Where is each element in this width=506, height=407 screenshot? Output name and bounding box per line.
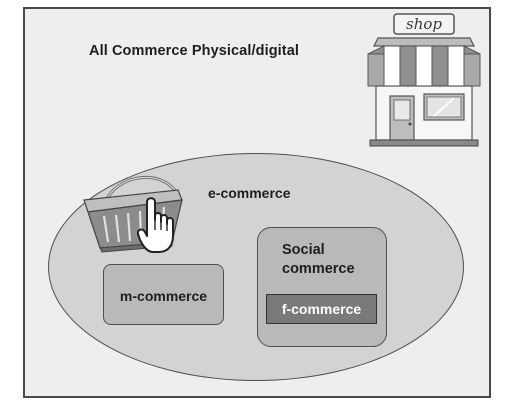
m-commerce-label: m-commerce <box>119 288 208 304</box>
shopping-basket-icon <box>83 175 183 253</box>
f-commerce-set: f-commerce <box>266 294 377 324</box>
social-commerce-label-line1: Social <box>282 242 325 258</box>
m-commerce-set: m-commerce <box>103 264 224 325</box>
f-commerce-label: f-commerce <box>281 301 362 317</box>
pointing-hand-icon <box>136 197 174 253</box>
shop-sign-text: shop <box>406 15 442 33</box>
diagram-title: All Commerce Physical/digital <box>89 43 299 59</box>
social-commerce-set: Social commerce <box>257 227 387 347</box>
social-commerce-label-line2: commerce <box>282 261 355 277</box>
shop-icon: shop <box>367 13 481 147</box>
e-commerce-label: e-commerce <box>208 185 291 201</box>
